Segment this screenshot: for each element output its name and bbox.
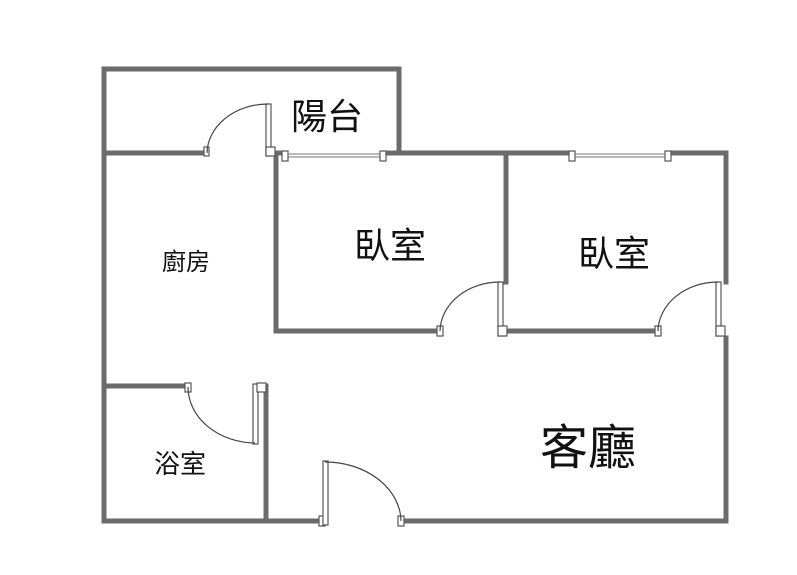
- room-label-living-room: 客廳: [540, 420, 636, 476]
- walls: [101, 66, 729, 524]
- door-entrance: [318, 460, 405, 527]
- door-bedroom-2: [654, 281, 726, 337]
- window-bedroom-1: [281, 150, 387, 162]
- door-bedroom-1: [436, 281, 508, 337]
- room-label-bathroom: 浴室: [154, 450, 206, 480]
- room-label-balcony: 陽台: [291, 97, 363, 138]
- room-label-kitchen: 廚房: [162, 248, 210, 276]
- room-label-bedroom-2: 臥室: [578, 234, 650, 275]
- window-bedroom-2: [568, 150, 672, 162]
- door-balcony: [203, 103, 276, 157]
- door-bathroom: [184, 382, 267, 445]
- room-label-bedroom-1: 臥室: [354, 226, 426, 267]
